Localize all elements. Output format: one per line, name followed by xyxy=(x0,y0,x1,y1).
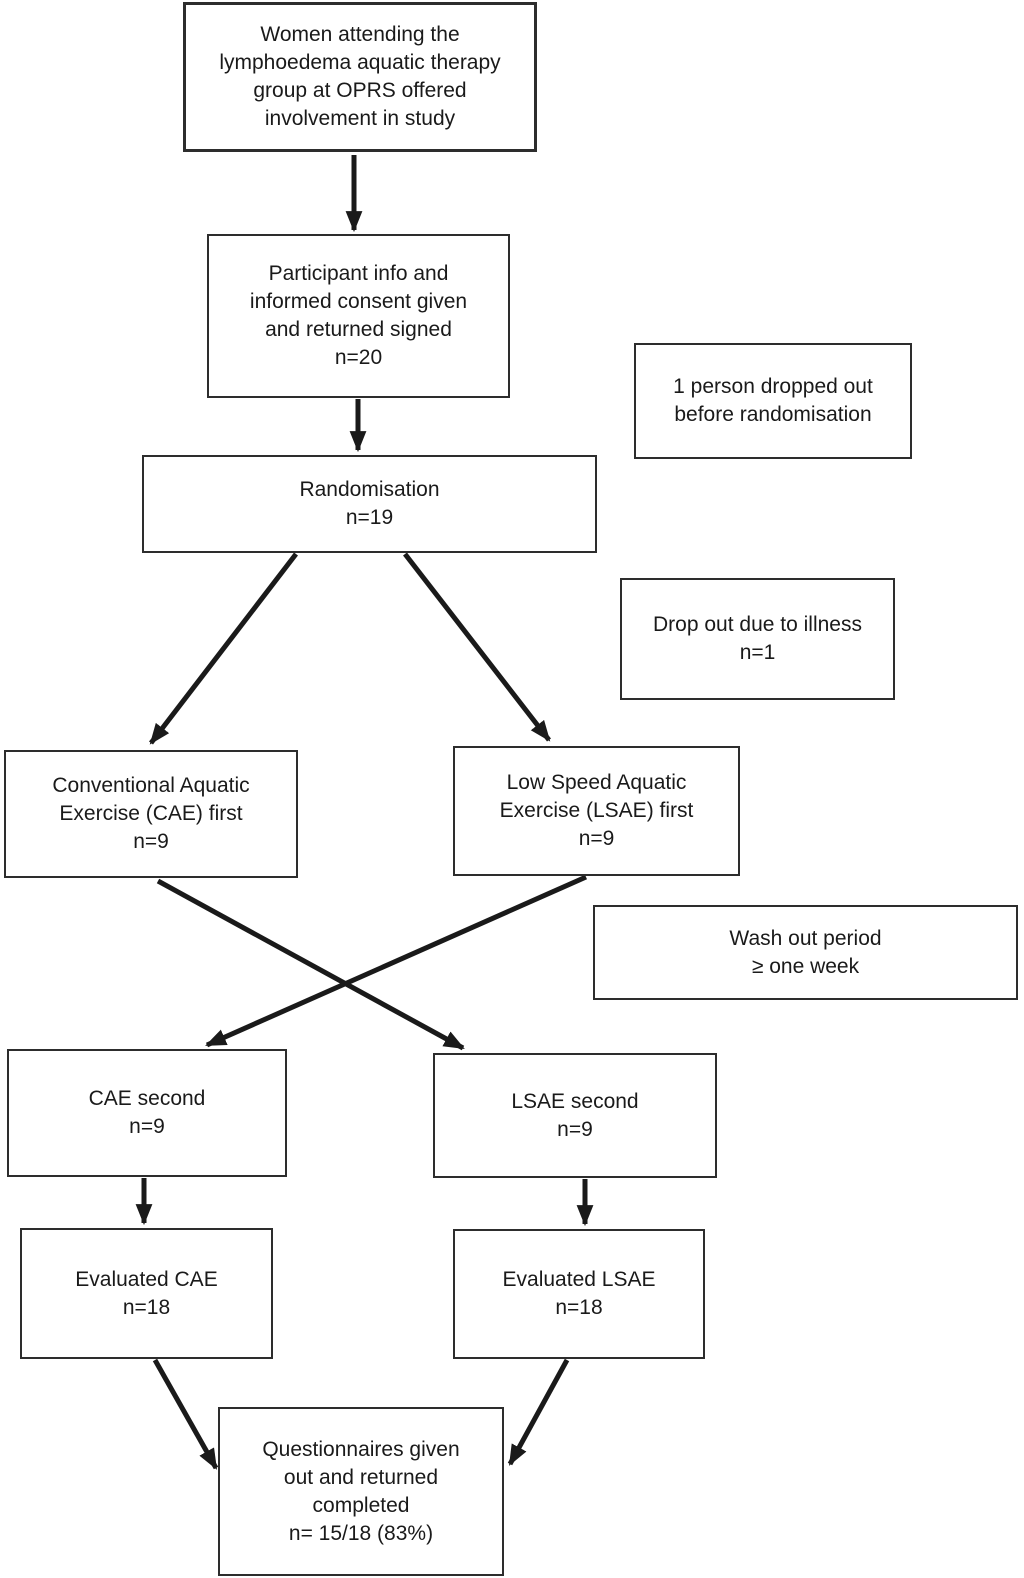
node-questionnaires: Questionnaires given out and returned co… xyxy=(218,1407,504,1576)
node-intro: Women attending the lymphoedema aquatic … xyxy=(183,2,537,152)
node-cae-second: CAE second n=9 xyxy=(7,1049,287,1177)
arrow-randomisation-to-cae-first xyxy=(149,552,298,745)
arrow-randomisation-to-lsae-first xyxy=(403,552,551,742)
arrow-evaluated-lsae-to-questionnaires xyxy=(507,1358,570,1466)
node-dropout-pre-randomisation: 1 person dropped out before randomisatio… xyxy=(634,343,912,459)
arrow-lsae-first-to-cae-second xyxy=(205,874,588,1048)
arrow-evaluated-cae-to-questionnaires xyxy=(152,1358,219,1470)
arrow-cae-first-to-lsae-second xyxy=(156,878,465,1051)
node-evaluated-cae: Evaluated CAE n=18 xyxy=(20,1228,273,1359)
node-lsae-second: LSAE second n=9 xyxy=(433,1053,717,1178)
node-washout: Wash out period ≥ one week xyxy=(593,905,1018,1000)
node-evaluated-lsae: Evaluated LSAE n=18 xyxy=(453,1229,705,1359)
node-randomisation: Randomisation n=19 xyxy=(142,455,597,553)
node-consent: Participant info and informed consent gi… xyxy=(207,234,510,398)
node-cae-first: Conventional Aquatic Exercise (CAE) firs… xyxy=(4,750,298,878)
node-lsae-first: Low Speed Aquatic Exercise (LSAE) first … xyxy=(453,746,740,876)
node-dropout-illness: Drop out due to illness n=1 xyxy=(620,578,895,700)
